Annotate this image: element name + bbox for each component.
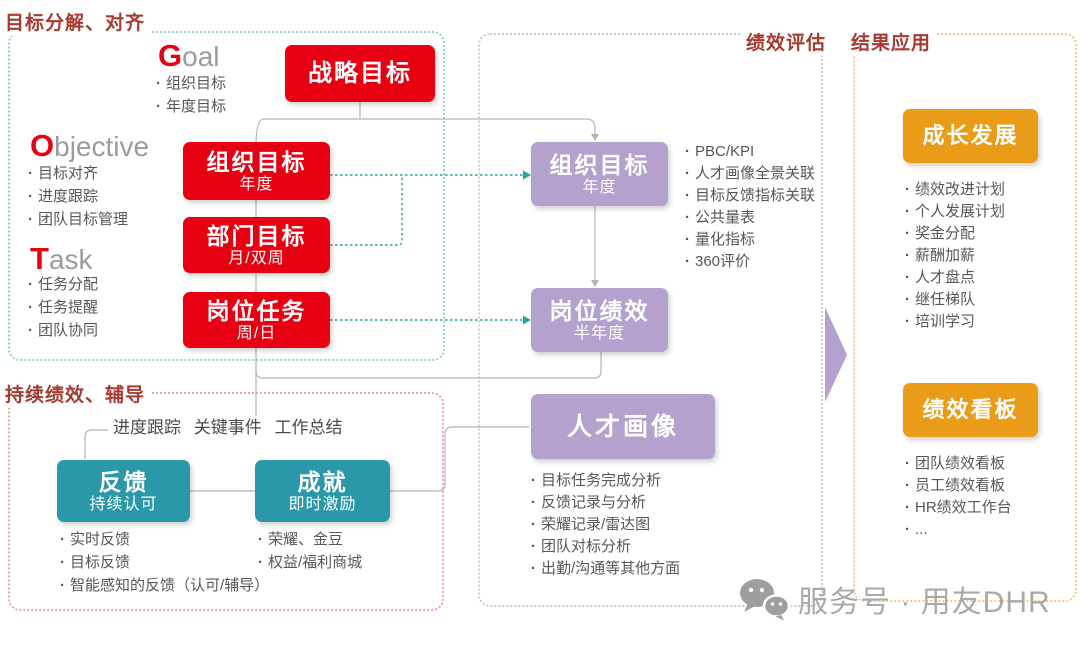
portrait-items: 目标任务完成分析反馈记录与分析荣耀记录/雷达图团队对标分析出勤/沟通等其他方面 — [531, 470, 680, 580]
list-item: 360评价 — [685, 251, 815, 273]
achievement-items: 荣耀、金豆权益/福利商城 — [258, 528, 362, 574]
decompose-section-border — [8, 31, 445, 361]
list-item: HR绩效工作台 — [905, 497, 1012, 519]
list-item: 薪酬加薪 — [905, 245, 1005, 267]
strategic-goal-box: 战略目标 — [285, 45, 435, 102]
box-subtitle: 半年度 — [573, 324, 625, 342]
list-item: 目标任务完成分析 — [531, 470, 680, 492]
org-goal-box: 组织目标 年度 — [183, 142, 330, 200]
growth-items: 绩效改进计划个人发展计划奖金分配薪酬加薪人才盘点继任梯队培训学习 — [905, 179, 1005, 333]
achievement-box: 成就 即时激励 — [255, 460, 390, 522]
box-subtitle: 月/双周 — [228, 249, 285, 267]
list-item: 团队目标管理 — [28, 208, 128, 231]
list-item: 员工绩效看板 — [905, 475, 1012, 497]
list-item: 团队对标分析 — [531, 536, 680, 558]
evaluation-metric-items: PBC/KPI人才画像全景关联目标反馈指标关联公共量表量化指标360评价 — [685, 141, 815, 273]
feedback-box: 反馈 持续认可 — [57, 460, 190, 522]
list-item: 人才盘点 — [905, 267, 1005, 289]
box-subtitle: 即时激励 — [288, 495, 357, 513]
list-item: 荣耀记录/雷达图 — [531, 514, 680, 536]
list-item: 目标反馈 — [60, 551, 269, 574]
list-item: 权益/福利商城 — [258, 551, 362, 574]
coaching-tags: 进度跟踪 关键事件 工作总结 — [113, 418, 343, 437]
watermark: 服务号 · 用友DHR — [738, 577, 1051, 621]
talent-portrait-box: 人才画像 — [531, 394, 715, 459]
goal-header: Goal — [158, 40, 220, 78]
goal-initial: G — [158, 38, 183, 73]
coaching-section-title: 持续绩效、辅导 — [0, 384, 151, 408]
goal-rest: oal — [182, 41, 220, 72]
list-item: 个人发展计划 — [905, 201, 1005, 223]
list-item: 人才画像全景关联 — [685, 163, 815, 185]
box-title: 成长发展 — [922, 123, 1019, 148]
decompose-section-title: 目标分解、对齐 — [0, 12, 151, 36]
watermark-text: 服务号 · 用友DHR — [798, 586, 1051, 619]
box-title: 岗位任务 — [206, 297, 307, 324]
list-item: 进度跟踪 — [28, 185, 128, 208]
objective-initial: O — [30, 128, 55, 163]
box-subtitle: 周/日 — [236, 324, 277, 342]
list-item: 公共量表 — [685, 207, 815, 229]
task-rest: ask — [48, 244, 93, 275]
list-item: ... — [905, 519, 1012, 541]
box-title: 成就 — [297, 468, 348, 495]
box-title: 组织目标 — [549, 151, 650, 178]
list-item: 继任梯队 — [905, 289, 1005, 311]
eval-post-perf-box: 岗位绩效 半年度 — [531, 288, 668, 352]
box-title: 部门目标 — [206, 222, 307, 249]
list-item: PBC/KPI — [685, 141, 815, 163]
evaluation-section-border — [478, 33, 823, 607]
list-item: 智能感知的反馈（认可/辅导） — [60, 574, 269, 597]
coaching-section-border — [8, 392, 444, 611]
feedback-items: 实时反馈目标反馈智能感知的反馈（认可/辅导） — [60, 528, 269, 597]
list-item: 任务提醒 — [28, 296, 98, 319]
box-title: 绩效看板 — [922, 397, 1019, 422]
task-header: Task — [30, 243, 93, 281]
box-subtitle: 年度 — [582, 178, 617, 196]
list-item: 荣耀、金豆 — [258, 528, 362, 551]
list-item: 目标反馈指标关联 — [685, 185, 815, 207]
list-item: 实时反馈 — [60, 528, 269, 551]
box-title: 人才画像 — [566, 412, 679, 441]
list-item: 团队绩效看板 — [905, 453, 1012, 475]
application-section-title: 结果应用 — [846, 32, 937, 56]
box-title: 反馈 — [98, 468, 149, 495]
flow-arrow — [825, 307, 847, 402]
list-item: 奖金分配 — [905, 223, 1005, 245]
list-item: 反馈记录与分析 — [531, 492, 680, 514]
list-item: 任务分配 — [28, 273, 98, 296]
list-item: 培训学习 — [905, 311, 1005, 333]
list-item: 年度目标 — [156, 95, 226, 118]
growth-development-box: 成长发展 — [903, 109, 1038, 163]
dept-goal-box: 部门目标 月/双周 — [183, 217, 330, 273]
goal-items: 组织目标年度目标 — [156, 72, 226, 118]
post-task-box: 岗位任务 周/日 — [183, 292, 330, 348]
box-subtitle: 年度 — [239, 175, 274, 193]
task-items: 任务分配任务提醒团队协同 — [28, 273, 98, 342]
list-item: 绩效改进计划 — [905, 179, 1005, 201]
objective-rest: bjective — [54, 131, 150, 162]
box-title: 战略目标 — [308, 59, 412, 87]
box-title: 组织目标 — [206, 148, 307, 175]
wechat-icon — [740, 579, 790, 621]
performance-board-box: 绩效看板 — [903, 383, 1038, 437]
list-item: 量化指标 — [685, 229, 815, 251]
objective-header: Objective — [30, 130, 149, 168]
box-title: 岗位绩效 — [549, 297, 650, 324]
list-item: 出勤/沟通等其他方面 — [531, 558, 680, 580]
application-section-border — [853, 33, 1077, 602]
box-subtitle: 持续认可 — [89, 495, 158, 513]
list-item: 组织目标 — [156, 72, 226, 95]
list-item: 目标对齐 — [28, 162, 128, 185]
evaluation-section-title: 绩效评估 — [741, 32, 832, 56]
task-initial: T — [30, 241, 49, 276]
eval-org-goal-box: 组织目标 年度 — [531, 142, 668, 206]
board-items: 团队绩效看板员工绩效看板HR绩效工作台... — [905, 453, 1012, 541]
list-item: 团队协同 — [28, 319, 98, 342]
objective-items: 目标对齐进度跟踪团队目标管理 — [28, 162, 128, 231]
